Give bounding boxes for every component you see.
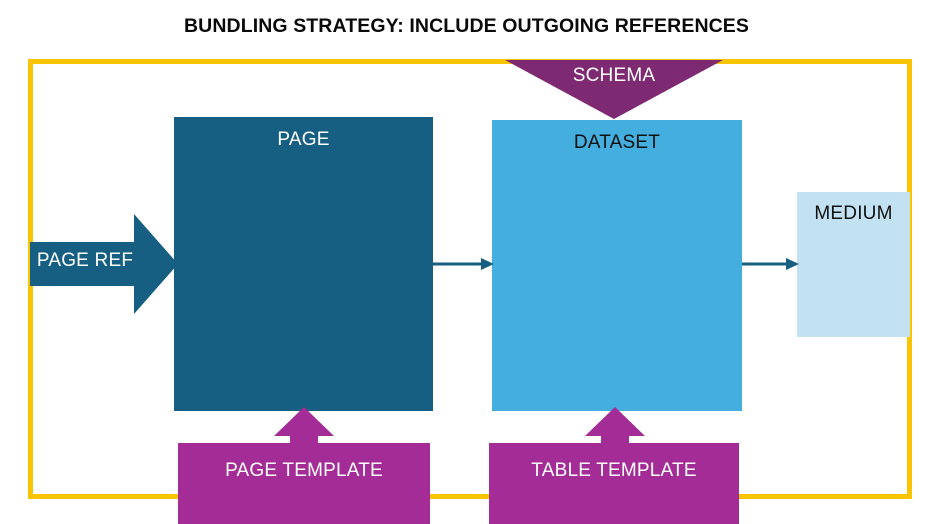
arrow-right-icon (742, 258, 799, 270)
node-page-ref[interactable]: PAGE REF (30, 214, 178, 314)
chevron-down-icon (505, 60, 723, 119)
node-page[interactable]: PAGE (174, 117, 433, 411)
node-table-template[interactable]: TABLE TEMPLATE (489, 443, 739, 524)
edge-dataset-to-medium (742, 256, 799, 272)
arrow-up-icon (585, 407, 645, 444)
diagram-title: BUNDLING STRATEGY: INCLUDE OUTGOING REFE… (183, 15, 750, 37)
node-page-template[interactable]: PAGE TEMPLATE (178, 443, 430, 524)
node-page-template-label: PAGE TEMPLATE (225, 460, 383, 481)
node-table-template-label: TABLE TEMPLATE (531, 460, 697, 481)
edge-page-template-to-page (274, 407, 334, 444)
node-medium-label: MEDIUM (814, 203, 893, 224)
arrow-up-icon (274, 407, 334, 444)
node-schema[interactable]: SCHEMA (505, 60, 723, 119)
node-dataset-label: DATASET (573, 132, 661, 153)
edge-table-template-to-dataset (585, 407, 645, 444)
arrow-right-icon (30, 214, 178, 314)
node-medium[interactable]: MEDIUM (797, 192, 910, 337)
edge-page-to-dataset (433, 256, 494, 272)
arrow-right-icon (433, 258, 494, 270)
node-dataset[interactable]: DATASET (492, 120, 742, 411)
node-page-label: PAGE (277, 129, 330, 150)
